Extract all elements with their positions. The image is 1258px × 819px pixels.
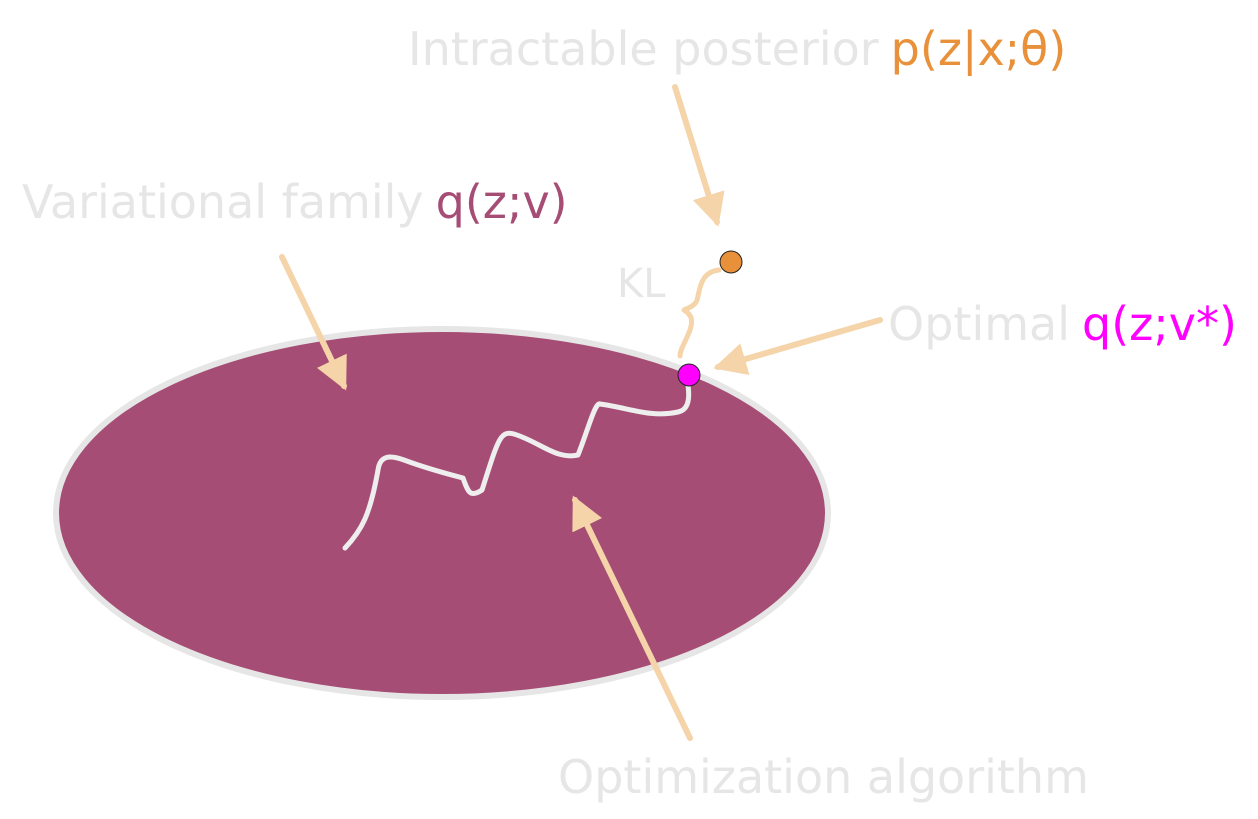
posterior-point: [719, 250, 743, 274]
kl-brace: [677, 267, 722, 359]
algorithm-label: Optimization algorithm: [558, 750, 1089, 804]
posterior-arrow: [672, 84, 725, 227]
optimization-path: [342, 382, 692, 551]
family-arrow: [279, 254, 347, 391]
variational-family-region: [53, 326, 831, 700]
optimal-point: [677, 363, 701, 387]
algorithm-arrow: [572, 495, 693, 741]
optimal-arrow: [713, 317, 883, 376]
kl-label: KL: [617, 261, 666, 307]
